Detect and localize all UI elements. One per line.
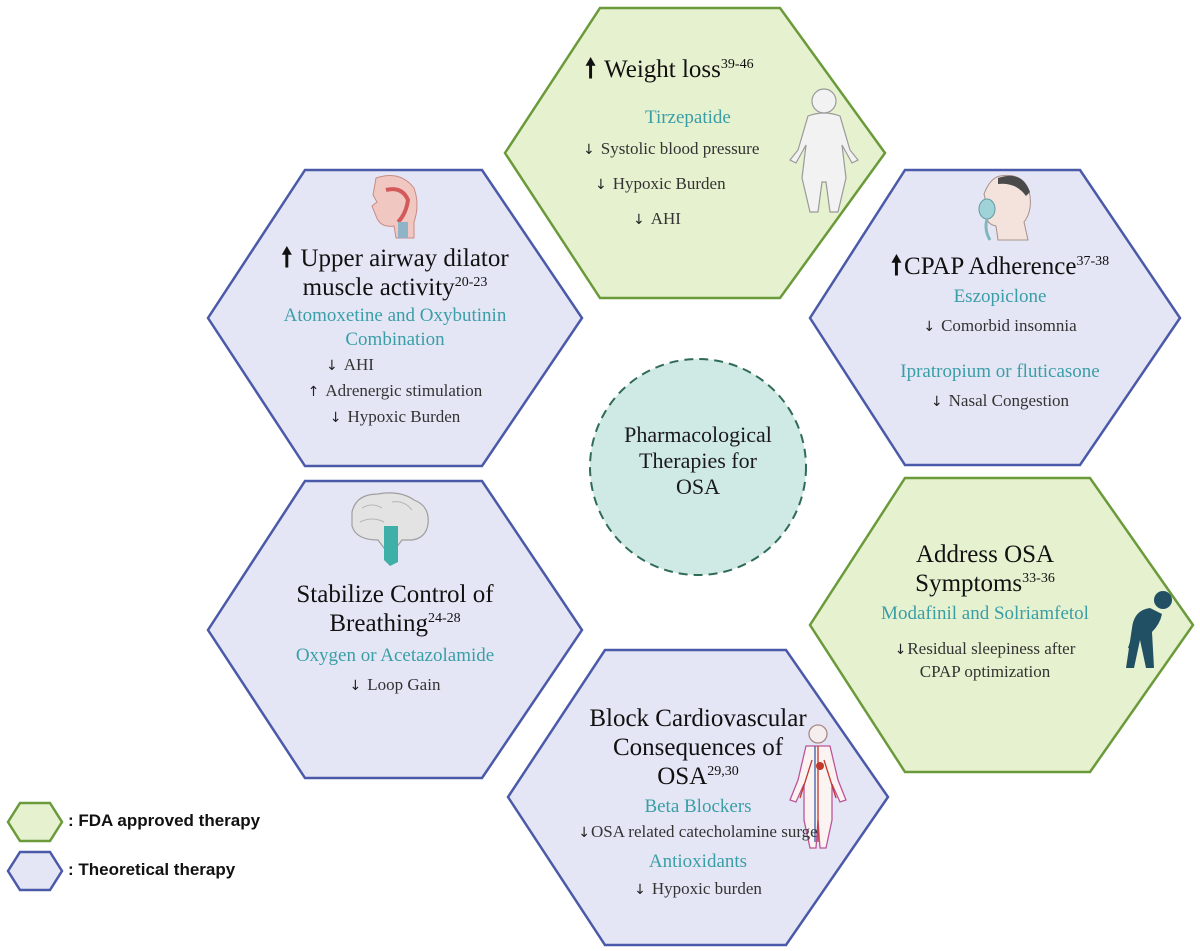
weight-loss-panel: 🠕Weight loss39-46 Tirzepatide ↓Systolic …	[575, 55, 805, 231]
reference: 39-46	[720, 57, 754, 72]
effect-item: ↓AHI	[326, 355, 374, 374]
up-arrow-icon: ↑	[307, 384, 320, 400]
reference: 24-28	[427, 611, 461, 626]
airway-anatomy-icon	[371, 175, 418, 239]
drug-name: Combination	[345, 329, 445, 350]
upper-airway-title-line2: muscle activity20-23	[302, 274, 488, 301]
cpap-title: 🠕CPAP Adherence37-38	[890, 251, 1110, 281]
cpap-mask-icon	[978, 174, 1031, 241]
cardio-title-line3: OSA29,30	[657, 763, 739, 790]
hex-cardio	[506, 648, 890, 947]
weight-loss-title: 🠕Weight loss39-46	[585, 54, 754, 84]
hex-symptoms	[808, 476, 1195, 774]
down-arrow-icon: ↓	[583, 142, 595, 158]
symptoms-panel: Address OSA Symptoms33-36 Modafinil and …	[850, 540, 1120, 683]
reference: 37-38	[1076, 254, 1110, 269]
effect-item: ↓AHI	[633, 209, 681, 228]
cardio-title-line2: Consequences of	[612, 734, 784, 761]
effect-item: ↓Residual sleepiness after	[894, 639, 1076, 658]
breathing-title-line2: Breathing24-28	[329, 610, 461, 637]
down-arrow-icon: ↓	[633, 212, 645, 228]
down-arrow-icon: ↓	[326, 358, 338, 374]
up-arrow-icon: 🠕	[585, 54, 597, 84]
center-title-line: OSA	[675, 474, 720, 499]
tired-person-icon	[1126, 591, 1172, 668]
effect-item: ↓Hypoxic Burden	[595, 174, 726, 193]
drug-name: Antioxidants	[648, 851, 748, 872]
hex-breathing	[206, 479, 584, 780]
drug-name: Eszopiclone	[953, 286, 1047, 307]
symptoms-title: Address OSA	[915, 541, 1055, 568]
effect-item: ↓Nasal Congestion	[930, 391, 1070, 410]
hex-weight-loss	[503, 6, 887, 300]
upper-airway-title: 🠕Upper airway dilator	[281, 243, 509, 273]
drug-name: Ipratropium or fluticasone	[900, 361, 1100, 382]
cpap-panel: 🠕CPAP Adherence37-38 Eszopiclone ↓Comorb…	[845, 252, 1155, 413]
center-title: Pharmacological Therapies for OSA	[588, 422, 808, 500]
circulatory-system-icon	[789, 724, 847, 849]
drug-name: Modafinil and Solriamfetol	[881, 603, 1089, 624]
down-arrow-icon: ↓	[578, 825, 590, 841]
reference: 33-36	[1022, 571, 1055, 586]
down-arrow-icon: ↓	[930, 394, 943, 410]
down-arrow-icon: ↓	[894, 642, 907, 658]
effect-item: ↓Loop Gain	[349, 675, 441, 694]
hex-cpap	[808, 168, 1182, 467]
legend-fda-label: : FDA approved therapy	[68, 811, 261, 830]
body-outline-icon	[789, 88, 859, 213]
effect-item: ↑Adrenergic stimulation	[307, 381, 483, 400]
up-arrow-icon: 🠕	[890, 251, 903, 281]
center-title-line: Pharmacological	[624, 422, 772, 447]
drug-name: Oxygen or Acetazolamide	[295, 645, 495, 666]
drug-name: Atomoxetine and Oxybutinin	[283, 305, 507, 326]
center-title-line: Therapies for	[639, 448, 757, 473]
effect-item: ↓OSA related catecholamine surge	[578, 822, 818, 841]
down-arrow-icon: ↓	[634, 882, 646, 898]
up-arrow-icon: 🠕	[281, 243, 293, 273]
reference: 20-23	[454, 275, 488, 290]
down-arrow-icon: ↓	[595, 177, 607, 193]
effect-item: ↓Hypoxic burden	[634, 879, 762, 898]
drug-name: Tirzepatide	[645, 107, 731, 128]
symptoms-title-line2: Symptoms33-36	[915, 570, 1055, 597]
cardio-panel: Block Cardiovascular Consequences of OSA…	[548, 704, 848, 901]
hex-upper-airway	[206, 168, 584, 468]
cardio-title: Block Cardiovascular	[589, 705, 807, 732]
effect-item: ↓Systolic blood pressure	[583, 139, 760, 158]
legend-theory-swatch	[6, 850, 64, 892]
effect-item: ↓Hypoxic Burden	[329, 407, 461, 426]
center-circle	[589, 358, 807, 576]
breathing-panel: Stabilize Control of Breathing24-28 Oxyg…	[240, 580, 550, 697]
brain-icon	[351, 492, 429, 566]
effect-item: ↓Comorbid insomnia	[923, 316, 1077, 335]
breathing-title: Stabilize Control of	[296, 581, 494, 608]
down-arrow-icon: ↓	[329, 410, 342, 426]
down-arrow-icon: ↓	[923, 319, 936, 335]
legend-fda-swatch	[6, 801, 64, 843]
drug-name: Beta Blockers	[644, 796, 752, 817]
legend-theory-label: : Theoretical therapy	[68, 860, 236, 879]
effect-item: CPAP optimization	[919, 662, 1051, 681]
down-arrow-icon: ↓	[349, 678, 362, 694]
upper-airway-panel: 🠕Upper airway dilator muscle activity20-…	[240, 244, 550, 429]
reference: 29,30	[707, 764, 739, 779]
